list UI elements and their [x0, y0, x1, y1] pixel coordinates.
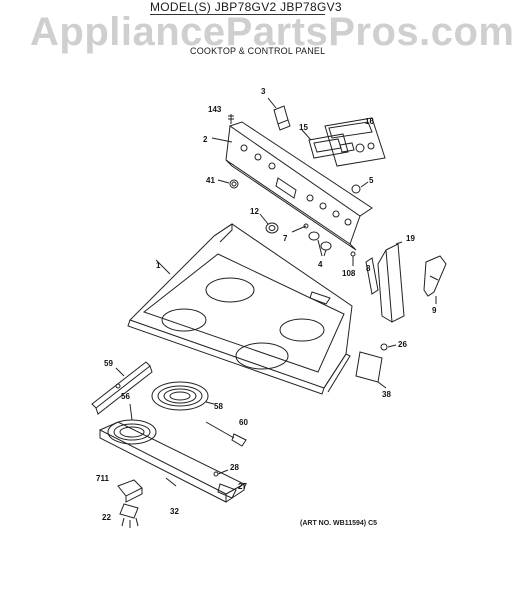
knob-12: [259, 213, 279, 234]
side-bracket-19: [377, 241, 405, 323]
header-rule: [150, 14, 325, 15]
callout-1: 1: [156, 261, 161, 270]
callout-19: 19: [406, 234, 415, 243]
callout-108: 108: [342, 269, 356, 278]
hinge-9: [423, 255, 447, 304]
callout-26: 26: [398, 340, 407, 349]
callout-28: 28: [230, 463, 239, 472]
callout-41: 41: [206, 176, 215, 185]
callout-16: 16: [365, 117, 374, 126]
callout-9: 9: [432, 306, 437, 315]
callout-15: 15: [299, 123, 308, 132]
callout-27: 27: [238, 482, 247, 491]
callout-59: 59: [104, 359, 113, 368]
screw-28: [213, 469, 229, 477]
bracket-27: [217, 483, 237, 499]
control-panel-2: [211, 121, 373, 251]
wire-60: [205, 421, 247, 447]
callout-5: 5: [369, 176, 374, 185]
element-58: [151, 381, 215, 411]
support-32: [98, 421, 246, 503]
screw-26: [380, 343, 397, 351]
callout-labels: 3 143 16 15 2 41 5 12 7 4 19 1 8 108 9 2…: [96, 87, 437, 522]
callout-4: 4: [318, 260, 323, 269]
callout-38: 38: [382, 390, 391, 399]
control-board-16: [324, 117, 386, 167]
screw-108: [350, 251, 356, 266]
callout-22: 22: [102, 513, 111, 522]
callout-8: 8: [366, 264, 371, 273]
callout-32: 32: [170, 507, 179, 516]
callout-60: 60: [239, 418, 248, 427]
cooktop-1: [127, 223, 353, 395]
callout-2: 2: [203, 135, 208, 144]
screw-7: [291, 223, 309, 233]
connector-22: [119, 503, 139, 528]
knobs-4: [308, 231, 332, 257]
cover-38: [355, 351, 387, 389]
rail-59: [91, 361, 153, 415]
callout-3: 3: [261, 87, 266, 96]
callout-58: 58: [214, 402, 223, 411]
screw-143: [228, 114, 234, 124]
bracket-3: [267, 97, 291, 131]
element-56: [107, 403, 157, 445]
block-711: [117, 479, 143, 503]
art-number: (ART NO. WB11594) C5: [300, 520, 378, 527]
model-header: MODEL(S) JBP78GV2 JBP78GV3: [150, 0, 342, 14]
knob-41: [217, 179, 239, 189]
callout-143: 143: [208, 105, 222, 114]
callout-12: 12: [250, 207, 259, 216]
section-title: COOKTOP & CONTROL PANEL: [190, 46, 326, 56]
callout-56: 56: [121, 392, 130, 401]
clip-5: [351, 181, 369, 194]
callout-711: 711: [96, 474, 109, 483]
overlay-15: [301, 129, 349, 159]
callout-7: 7: [283, 234, 288, 243]
watermark: AppliancePartsPros.com: [30, 10, 515, 54]
bracket-8: [365, 257, 379, 295]
